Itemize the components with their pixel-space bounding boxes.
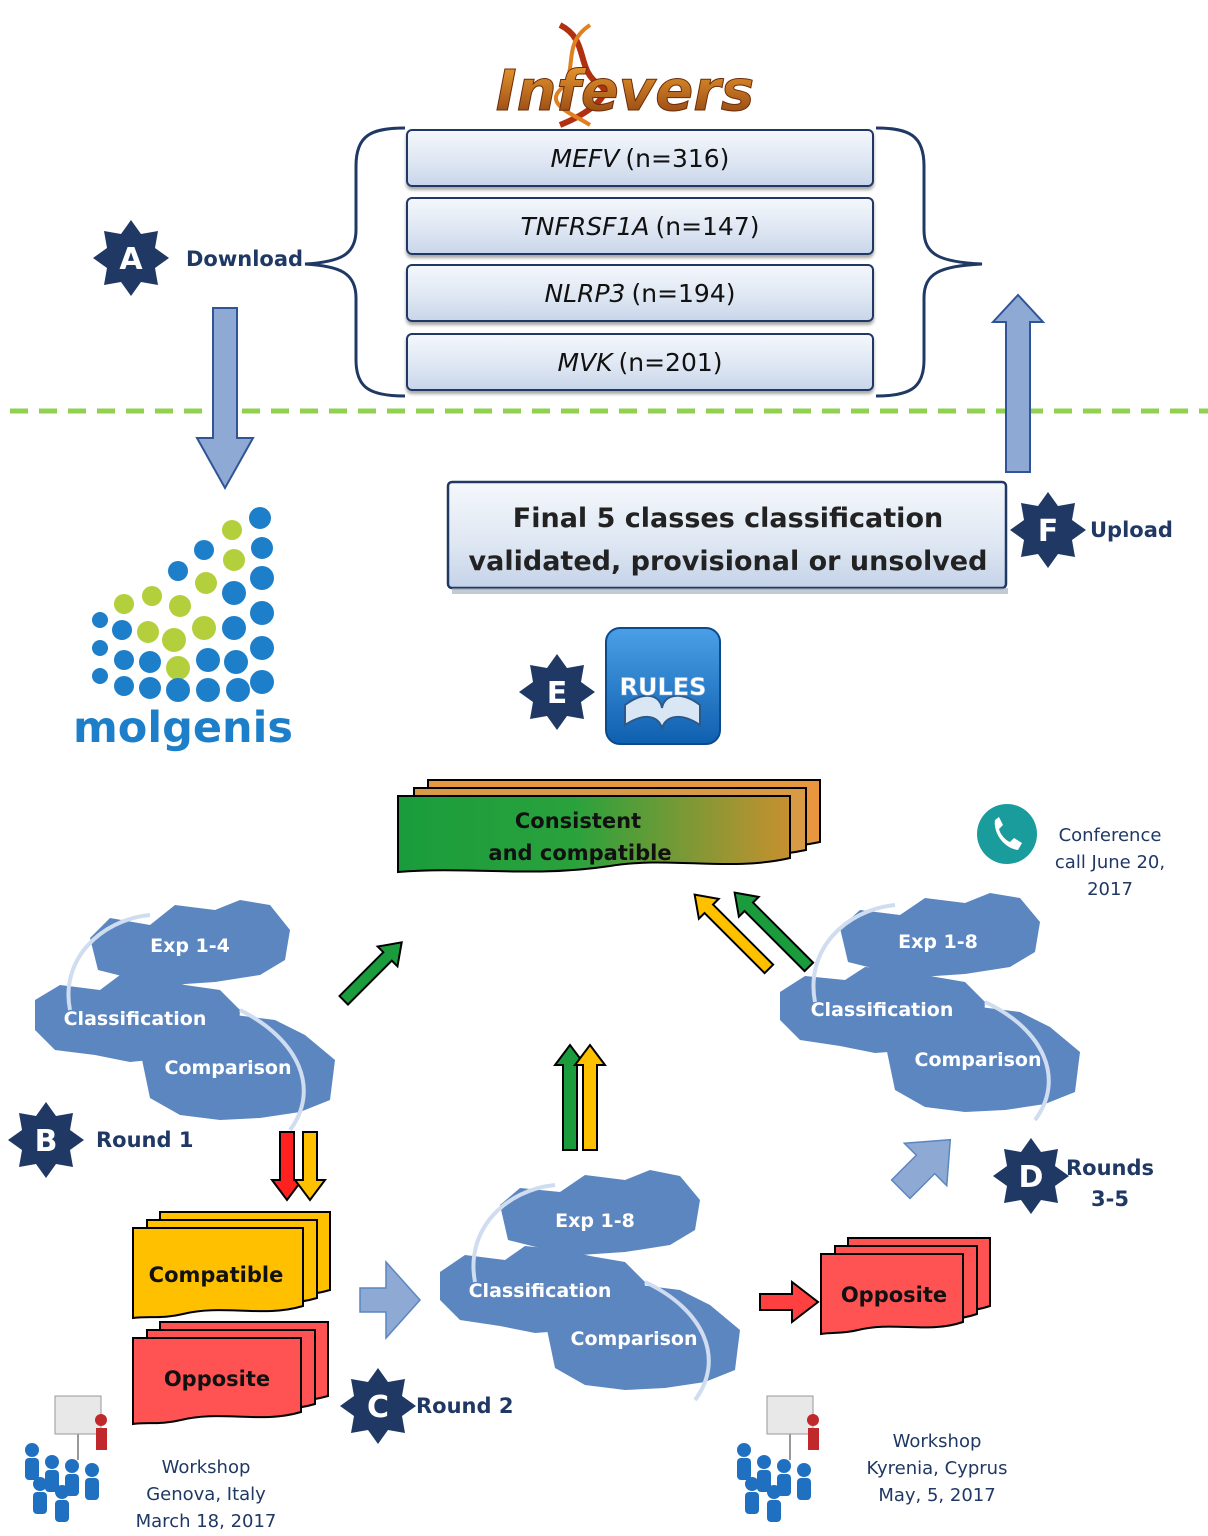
rounds-label-line2: 3-5 [1091,1187,1129,1211]
gear-group-round3: Exp 1-8 Classification Comparison [780,893,1080,1122]
step-e-badge: E [519,654,595,730]
svg-text:B: B [35,1124,58,1159]
svg-text:Consistent: Consistent [515,809,641,833]
conference-line2: call June 20, [1054,852,1166,873]
svg-text:A: A [119,242,143,277]
red-arrow-to-opposite [759,1279,820,1325]
green-up-arrow-round2 [553,1043,587,1151]
svg-text:Exp 1-8: Exp 1-8 [555,1210,635,1232]
svg-text:and compatible: and compatible [488,841,671,865]
presenter-icon-right [737,1395,819,1522]
gene-count: (n=316) [625,143,730,173]
blue-arrow-to-round3 [890,1138,952,1200]
presenter-icon-left [25,1395,107,1522]
gene-count: (n=201) [618,347,723,377]
gene-bar-nlrp3: NLRP3(n=194) [406,264,874,322]
svg-text:Infevers: Infevers [496,59,754,124]
svg-text:Opposite: Opposite [841,1283,947,1307]
workshop-genova-line1: Workshop [161,1457,251,1478]
conference-line3: 2017 [1087,879,1133,900]
download-label: Download [186,247,304,271]
red-down-arrow [270,1131,304,1202]
svg-text:C: C [367,1390,389,1425]
gene-bar-tnfrsf1a: TNFRSF1A(n=147) [406,197,874,255]
opposite-right-doc-stack: Opposite [820,1237,991,1336]
step-c-badge: C [340,1368,416,1444]
rounds-3-5-label: Rounds 3-5 [1066,1153,1154,1215]
workshop-genova-text: Workshop Genova, Italy March 18, 2017 [126,1454,286,1535]
svg-text:F: F [1038,514,1059,549]
svg-text:Exp 1-8: Exp 1-8 [898,931,978,953]
gene-count: (n=147) [655,211,760,241]
opposite-left-doc-stack: Opposite [132,1321,329,1426]
gene-count: (n=194) [631,278,736,308]
svg-text:Exp 1-4: Exp 1-4 [150,935,230,957]
svg-text:Opposite: Opposite [164,1367,270,1391]
workshop-genova-line2: Genova, Italy [146,1484,266,1505]
svg-text:Classification: Classification [64,1008,207,1030]
gene-name: MVK [557,347,613,377]
gene-name: TNFRSF1A [520,211,650,241]
svg-text:Comparison: Comparison [915,1049,1042,1071]
workshop-kyrenia-text: Workshop Kyrenia, Cyprus May, 5, 2017 [852,1428,1022,1509]
green-arrow-round3 [733,891,815,973]
gene-bar-mefv: MEFV(n=316) [406,129,874,187]
consistent-compatible-stack: Consistent and compatible [397,779,821,874]
workshop-genova-line3: March 18, 2017 [135,1511,277,1532]
yellow-arrow-round3 [693,893,775,975]
rules-book-icon: RULES [605,627,721,745]
round1-label: Round 1 [96,1128,194,1152]
infevers-logo: Infevers [495,22,755,128]
right-brace [875,126,983,398]
workshop-kyrenia-line1: Workshop [892,1431,982,1452]
gene-name: MEFV [550,143,620,173]
gear-group-round1: Exp 1-4 Classification Comparison [35,900,335,1132]
final-box-line2: validated, provisional or unsolved [469,546,988,577]
svg-text:Comparison: Comparison [165,1057,292,1079]
yellow-up-arrow-round2 [573,1043,607,1151]
upload-arrow [990,293,1046,473]
workshop-kyrenia-line2: Kyrenia, Cyprus [866,1458,1008,1479]
compatible-doc-stack: Compatible [132,1211,331,1320]
final-box-line1: Final 5 classes classification [513,503,943,534]
gene-name: NLRP3 [544,278,626,308]
gear-group-round2: Exp 1-8 Classification Comparison [440,1170,740,1402]
conference-line1: Conference [1058,825,1162,846]
blue-arrow-to-round2 [359,1260,422,1340]
download-arrow [195,307,255,491]
svg-text:D: D [1019,1160,1044,1195]
svg-text:molgenis: molgenis [73,703,293,753]
svg-text:E: E [547,676,568,711]
svg-text:RULES: RULES [620,673,707,701]
step-d-badge: D [993,1138,1069,1214]
step-f-badge: F [1010,492,1086,568]
svg-text:Comparison: Comparison [571,1328,698,1350]
left-brace [304,126,406,398]
svg-text:Classification: Classification [811,999,954,1021]
conference-call-text: Conference call June 20, 2017 [1040,822,1180,903]
step-a-badge: A [93,220,169,296]
gene-bar-mvk: MVK(n=201) [406,333,874,391]
upload-label: Upload [1090,518,1173,542]
phone-icon [977,804,1037,864]
step-b-badge: B [8,1102,84,1178]
green-arrow-round1 [338,941,403,1006]
yellow-down-arrow [293,1131,327,1202]
molgenis-logo: molgenis [73,507,293,753]
svg-text:Compatible: Compatible [149,1263,284,1287]
workshop-kyrenia-line3: May, 5, 2017 [878,1485,996,1506]
round2-label: Round 2 [416,1394,514,1418]
rounds-label-line1: Rounds [1066,1156,1155,1180]
svg-text:Classification: Classification [469,1280,612,1302]
